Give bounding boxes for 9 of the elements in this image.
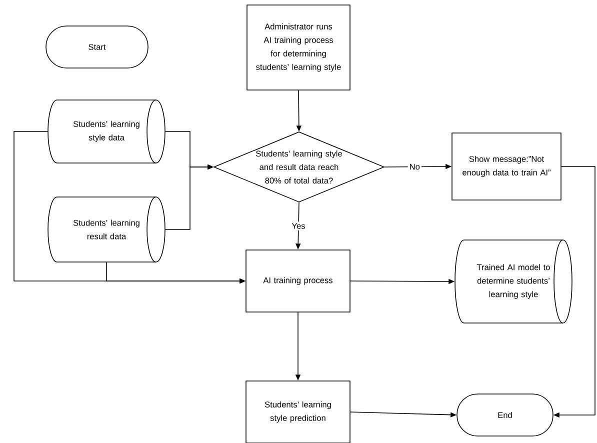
process-box: Administrator runs AI training process for determining students’ learning style <box>246 4 350 90</box>
process-box: Show message:”Not enough data to train AI” <box>452 132 562 200</box>
node-label: Students’ learning result data <box>73 220 140 240</box>
node-label: Trained AI model to determine students’ learning style <box>476 264 550 299</box>
node-label: Students’ learning style data <box>73 120 140 142</box>
process-box: Students’ learning style prediction <box>246 380 350 443</box>
edge-label: No <box>408 162 422 172</box>
process-box: AI training process <box>246 250 350 312</box>
edge-label: Yes <box>290 222 307 230</box>
